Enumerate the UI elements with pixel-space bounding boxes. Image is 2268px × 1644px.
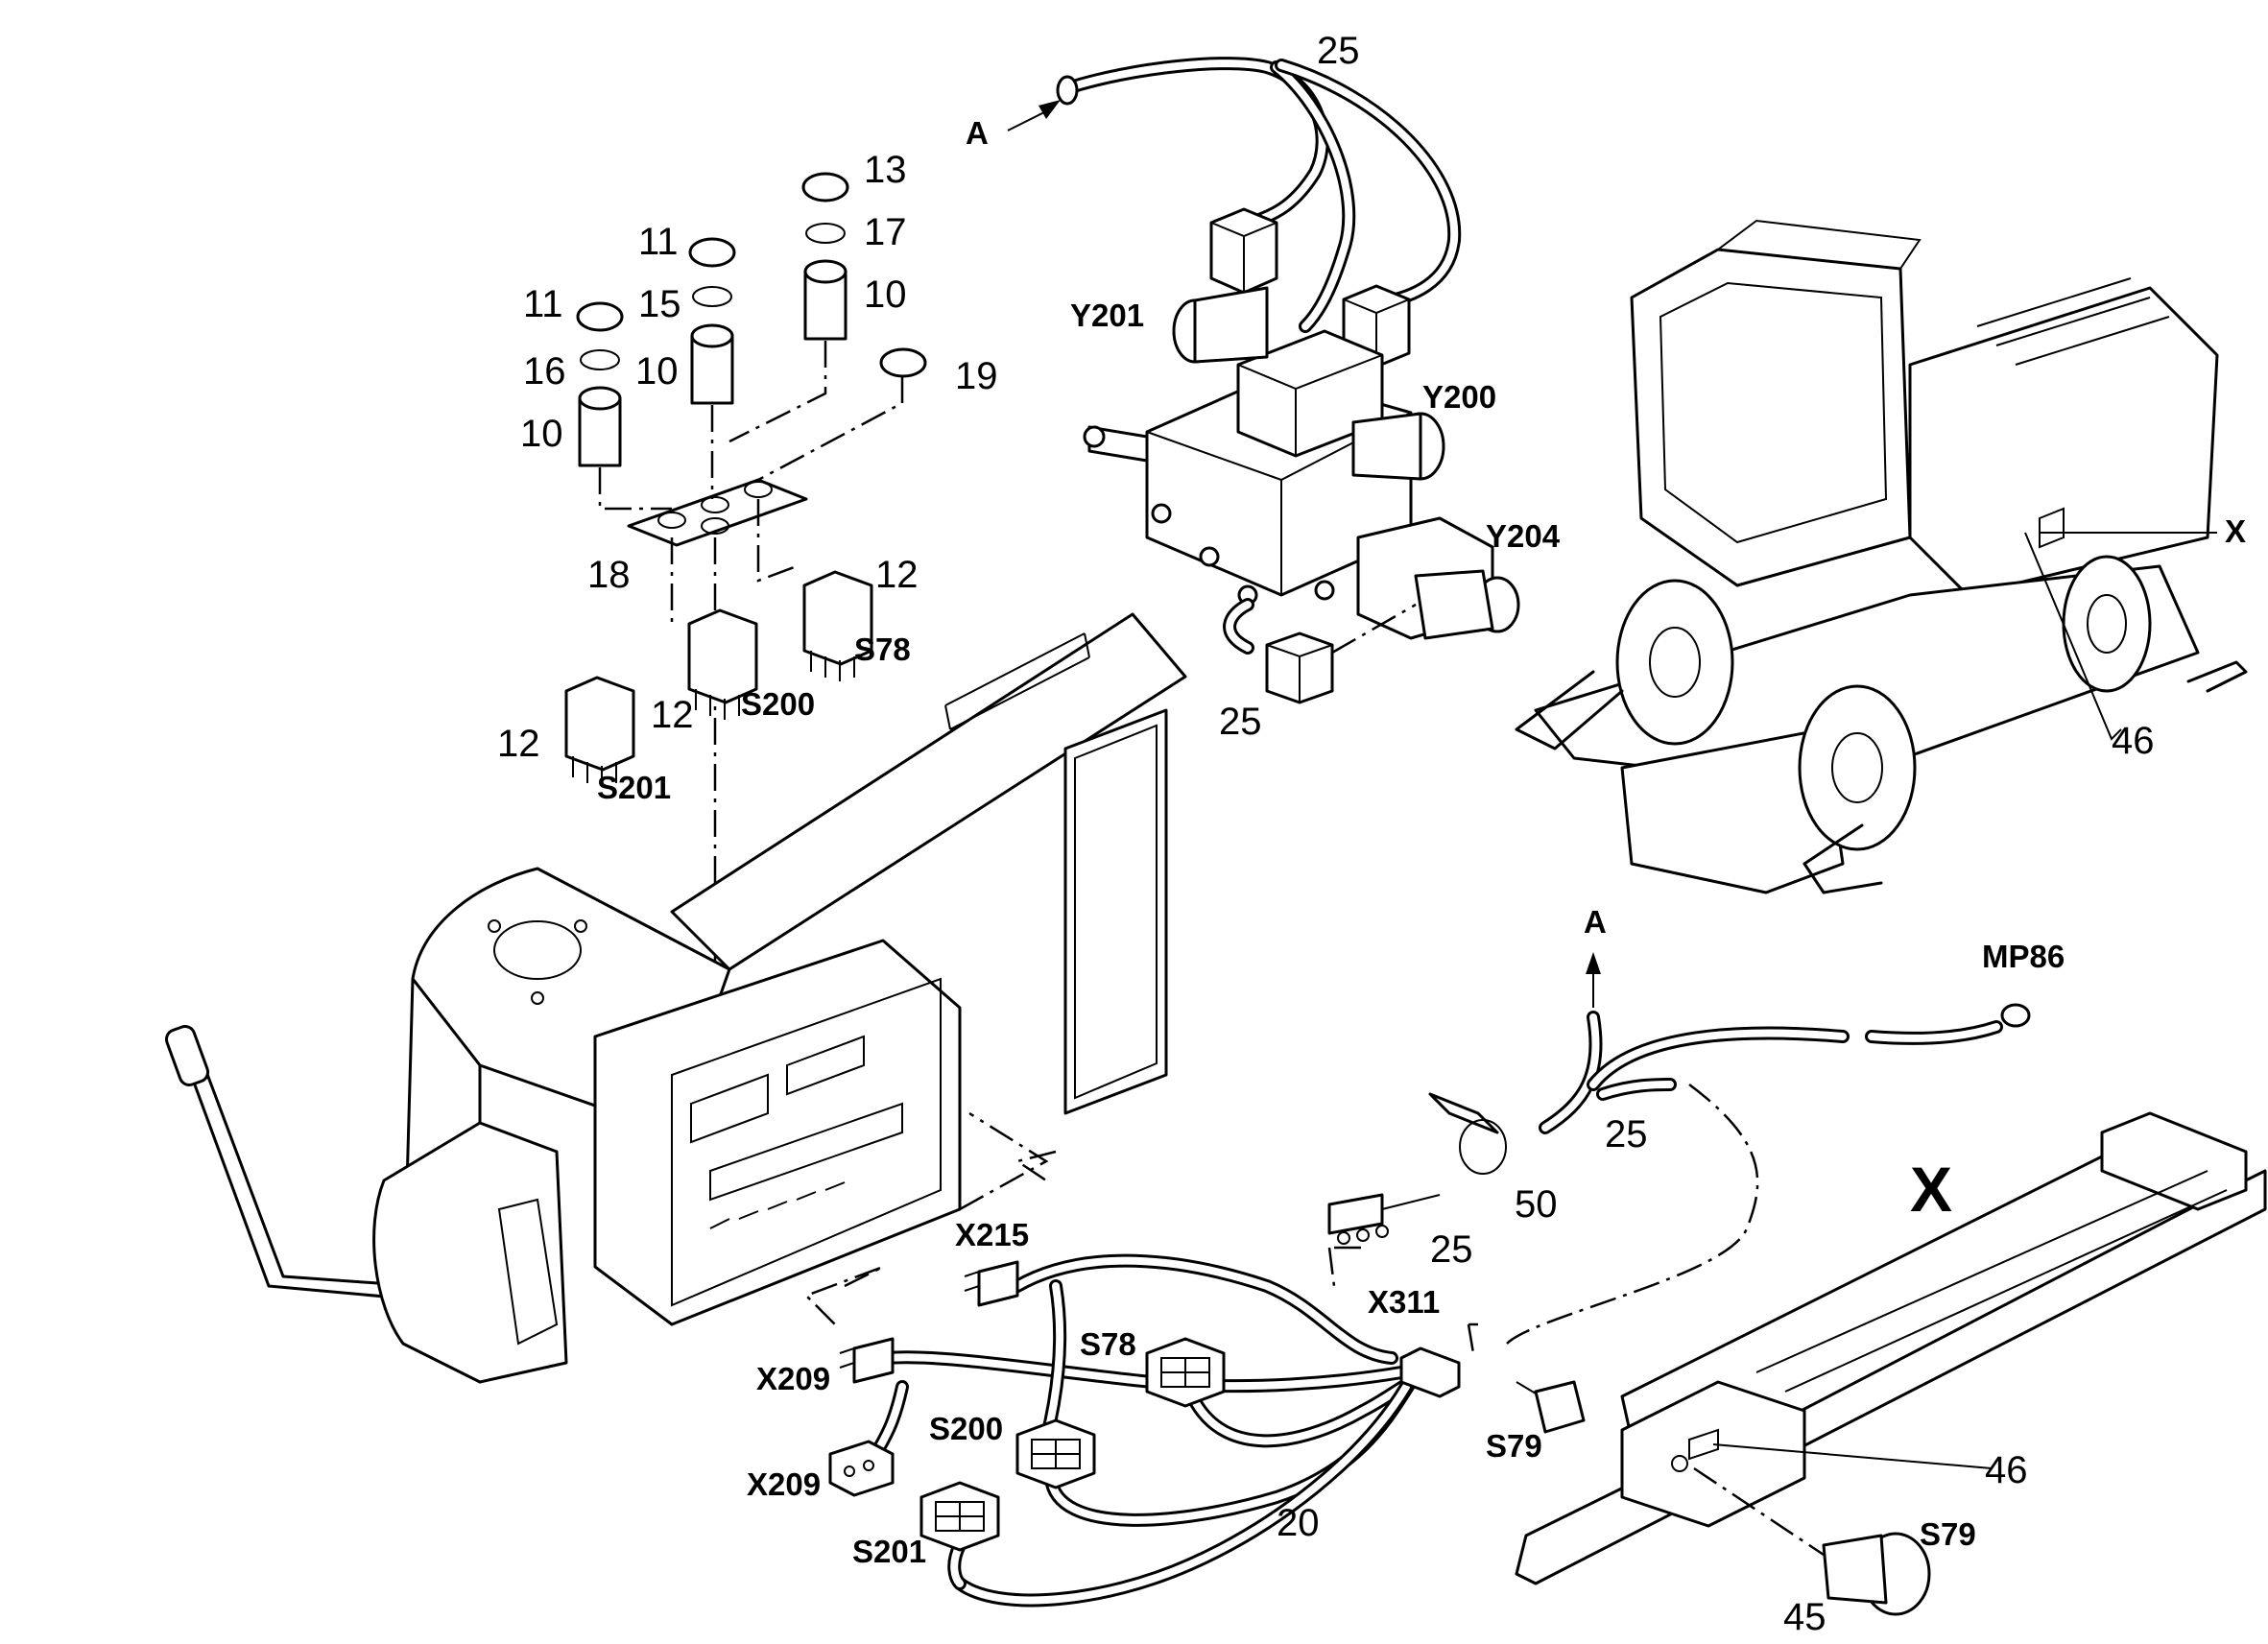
ground-cable-branch [1327, 952, 2031, 1434]
label-20: 20 [1277, 1502, 1320, 1544]
cable-harness [803, 1111, 1478, 1608]
labels: 25 A 13 17 10 11 15 11 16 10 10 19 Y201 … [497, 30, 2246, 1638]
switch-parts [564, 172, 927, 1104]
label-16: 16 [523, 350, 566, 393]
label-12-s201: 12 [497, 723, 540, 765]
label-s201-bottom: S201 [852, 1534, 926, 1569]
label-mp86: MP86 [1982, 939, 2065, 974]
label-s79-left: S79 [1486, 1428, 1542, 1464]
label-19: 19 [955, 355, 998, 397]
detail-x-rail [1515, 1111, 2267, 1616]
excavator [1515, 219, 2248, 894]
label-arrow-a-top: A [966, 115, 989, 151]
label-s78-bottom: S78 [1080, 1326, 1136, 1362]
label-11-b: 11 [638, 221, 679, 263]
label-50: 50 [1515, 1183, 1558, 1226]
label-detail-x: X [1910, 1154, 1952, 1225]
label-x-marker: X [2225, 513, 2246, 549]
label-17: 17 [864, 211, 907, 253]
label-10-a: 10 [520, 413, 563, 455]
control-console [164, 612, 1187, 1384]
label-25-valve: 25 [1219, 701, 1262, 743]
label-25-plug: 25 [1430, 1228, 1473, 1271]
label-12-s78: 12 [875, 554, 919, 596]
label-46-detail: 46 [1985, 1449, 2028, 1491]
label-s200-top: S200 [741, 686, 815, 722]
label-11-a: 11 [523, 283, 563, 325]
label-s78-top: S78 [854, 631, 911, 667]
label-s79-right: S79 [1920, 1516, 1976, 1552]
label-25-branch: 25 [1605, 1113, 1648, 1156]
label-45: 45 [1783, 1596, 1826, 1638]
label-15: 15 [638, 283, 681, 325]
label-s200-bottom: S200 [929, 1411, 1003, 1446]
label-arrow-a-bottom: A [1584, 904, 1607, 940]
label-s201-top: S201 [597, 770, 671, 805]
leader-lines [2024, 532, 2217, 741]
valve-block [1007, 57, 1520, 704]
label-x311: X311 [1368, 1284, 1440, 1320]
label-18: 18 [587, 554, 631, 596]
label-x209-b: X209 [747, 1466, 821, 1502]
label-y200: Y200 [1422, 379, 1496, 415]
label-x209-a: X209 [756, 1361, 830, 1396]
label-10-b: 10 [635, 350, 679, 393]
label-46-machine: 46 [2112, 720, 2155, 762]
label-10-c: 10 [864, 274, 907, 316]
label-y201: Y201 [1070, 298, 1144, 333]
label-13: 13 [864, 149, 907, 191]
label-x215: X215 [955, 1217, 1029, 1252]
label-12-s200: 12 [651, 694, 694, 736]
label-25-top: 25 [1317, 30, 1360, 72]
label-y204: Y204 [1486, 518, 1561, 554]
